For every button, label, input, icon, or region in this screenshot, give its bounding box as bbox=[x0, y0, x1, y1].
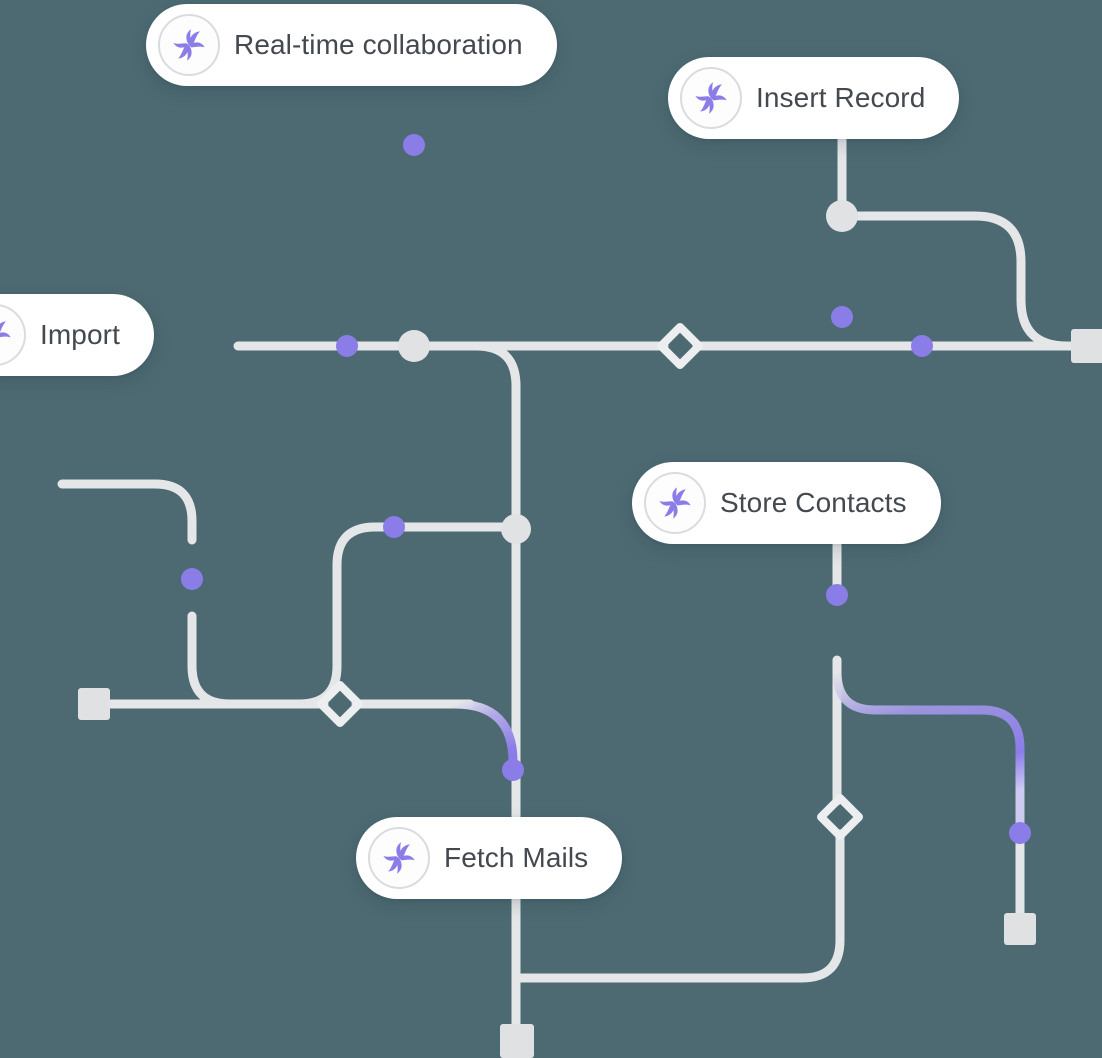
pulse-insert-stem bbox=[831, 306, 853, 328]
pulse-fetch-feed bbox=[502, 759, 524, 781]
node-label: Store Contacts bbox=[720, 487, 907, 518]
wire-mid-left-branch bbox=[294, 522, 521, 709]
node-label: Fetch Mails bbox=[444, 842, 589, 873]
pulse-right-wire bbox=[911, 335, 933, 357]
node-real-time-collaboration[interactable]: Real-time collaboration bbox=[146, 4, 557, 86]
node-label: Real-time collaboration bbox=[234, 29, 523, 60]
pulse-left-descender bbox=[181, 568, 203, 590]
terminal-bottom-center bbox=[500, 1024, 534, 1058]
node-label: Insert Record bbox=[756, 82, 926, 113]
diamond-lower-left-icon bbox=[317, 681, 363, 727]
pulse-group bbox=[181, 134, 1031, 844]
junction-insert-stem bbox=[826, 200, 858, 232]
junction-group bbox=[398, 200, 858, 544]
wire-center-down-to-mid bbox=[409, 341, 521, 534]
wire-left-elbow-top bbox=[57, 479, 197, 545]
node-store-contacts[interactable]: Store Contacts bbox=[632, 462, 941, 544]
node-label: Import bbox=[40, 319, 120, 350]
pulse-store-stem bbox=[826, 584, 848, 606]
diamond-upper-right-icon bbox=[657, 323, 703, 369]
junction-center-top bbox=[398, 330, 430, 362]
pulse-import-wire bbox=[336, 335, 358, 357]
spiral-logo-icon bbox=[680, 67, 742, 129]
terminal-left-lower bbox=[78, 688, 110, 720]
spiral-logo-icon bbox=[0, 304, 26, 366]
spiral-logo-icon bbox=[368, 827, 430, 889]
diamond-lower-right-icon bbox=[817, 794, 863, 840]
junction-mid-left bbox=[501, 514, 531, 544]
spiral-logo-icon bbox=[158, 14, 220, 76]
terminal-bottom-right bbox=[1004, 913, 1036, 945]
pulse-right-descender bbox=[1009, 822, 1031, 844]
wire-insert-loop bbox=[837, 211, 1072, 351]
wire-store-branch-right bbox=[832, 667, 1025, 830]
terminal-right-edge bbox=[1071, 329, 1102, 363]
pulse-top-stem bbox=[403, 134, 425, 156]
spiral-logo-icon bbox=[644, 472, 706, 534]
node-import[interactable]: Import bbox=[0, 294, 154, 376]
wire-lower-right-to-bottom bbox=[511, 829, 845, 983]
wire-left-descender-lower bbox=[187, 611, 235, 709]
pulse-mid-wire bbox=[383, 516, 405, 538]
node-insert-record[interactable]: Insert Record bbox=[668, 57, 960, 139]
wire-fetch-feed-curve bbox=[450, 699, 518, 767]
terminal-group bbox=[78, 329, 1102, 1058]
node-fetch-mails[interactable]: Fetch Mails bbox=[356, 817, 623, 899]
